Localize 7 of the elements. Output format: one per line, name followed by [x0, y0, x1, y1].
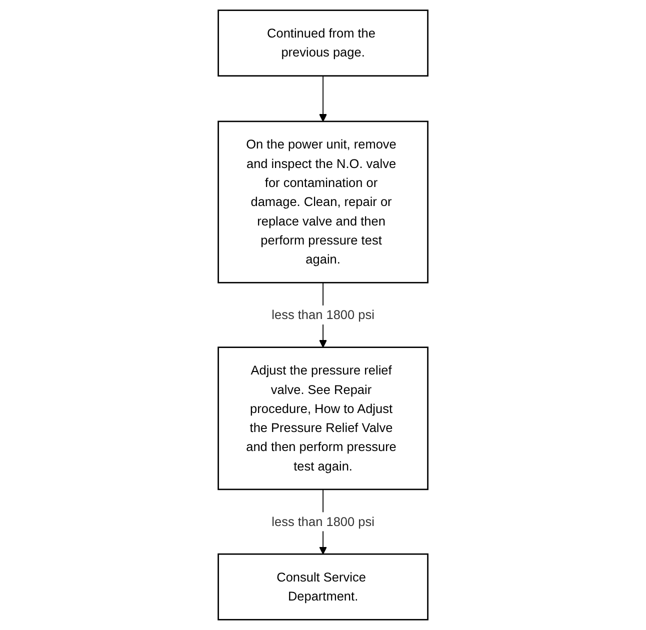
edge-label: less than 1800 psi — [272, 514, 374, 529]
node-box: On the power unit, remove and inspect the N.O. valve for contamination or damage. Clean, repair or replace valve and then perform pressure test again. — [218, 120, 428, 284]
node-box: Continued from the previous page. — [218, 10, 428, 77]
node-box: Adjust the pressure relief valve. See Repair procedure, How to Adjust the Pressure Relief Valve and then perform pressure test again. — [218, 346, 428, 490]
node-box: Consult Service Department. — [218, 553, 428, 620]
edge-label: less than 1800 psi — [272, 307, 374, 322]
arrow — [318, 75, 327, 122]
